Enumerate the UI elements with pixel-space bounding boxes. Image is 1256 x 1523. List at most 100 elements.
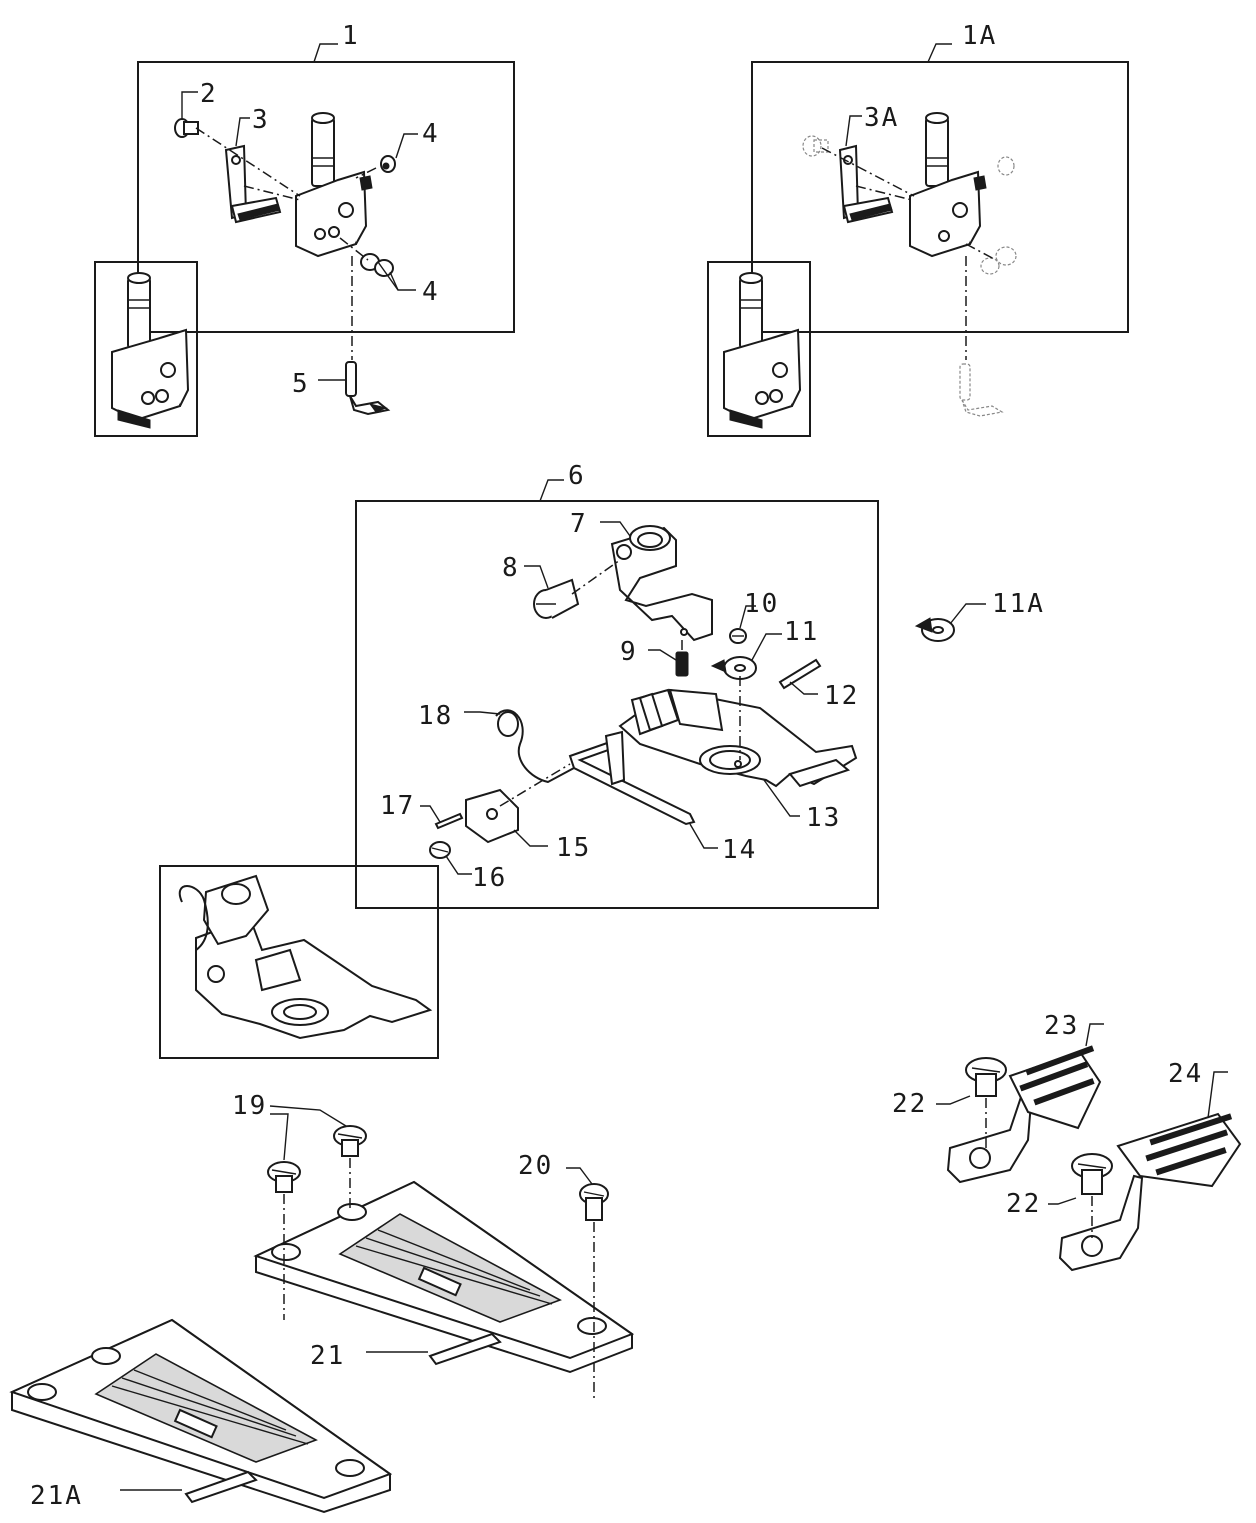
assembly-1-group: 1 2 3: [94, 21, 515, 437]
callout-3a-leader: [845, 115, 862, 147]
callout-9-leader: [648, 649, 677, 661]
callout-19: 19: [232, 1091, 267, 1121]
thread-guide-3: [224, 144, 282, 224]
callout-13: 13: [806, 803, 841, 833]
presser-shank-7: [610, 525, 713, 642]
assembly-1a-inset-frame: [707, 261, 811, 437]
needle-clamp-body-1a: [909, 112, 987, 258]
screw-19-left: [267, 1161, 301, 1193]
callout-21a: 21A: [30, 1481, 83, 1511]
screw-20: [579, 1183, 609, 1221]
ghost-screw: [802, 135, 829, 157]
callout-11a-leader: [949, 603, 986, 625]
callout-18: 18: [418, 701, 453, 731]
callout-9: 9: [620, 637, 638, 667]
callout-10: 10: [744, 589, 779, 619]
washer-11: [710, 656, 757, 680]
callout-17-leader: [420, 805, 441, 823]
callout-12-leader: [789, 681, 818, 695]
callout-1-leader: [313, 43, 338, 63]
callout-15-leader: [513, 829, 548, 847]
ghost-screws-1a: [980, 156, 1017, 275]
thread-guide-3a: [838, 144, 894, 224]
callout-3: 3: [252, 105, 270, 135]
callout-15: 15: [556, 833, 591, 863]
callout-14-leader: [689, 823, 718, 849]
screw-4-bottom: [360, 253, 394, 277]
callout-4a: 4: [422, 119, 440, 149]
needle-plate-21a: [9, 1318, 393, 1514]
callout-4b: 4: [422, 277, 440, 307]
callout-4a-leader: [395, 133, 418, 159]
screw-22-upper: [965, 1057, 1007, 1097]
callout-8-leader: [524, 565, 549, 589]
needle-plate-21: [253, 1180, 635, 1374]
callout-11-leader: [751, 633, 782, 661]
callout-2-leader: [181, 91, 198, 120]
callout-10-leader: [739, 605, 756, 629]
assembly-1-inset-frame: [94, 261, 198, 437]
assembly-1a-frame: [751, 61, 1129, 333]
callout-23-leader: [1085, 1023, 1104, 1047]
callout-16: 16: [472, 863, 507, 893]
callout-7-leader: [600, 521, 631, 537]
plate-15: [465, 788, 519, 844]
callout-1a-leader: [927, 43, 952, 63]
screw-4-top: [380, 155, 396, 173]
pin-17: [434, 812, 464, 830]
ghost-needle: [959, 363, 1004, 417]
assembly-6-inset-drawing: [178, 874, 433, 1040]
callout-22b: 22: [1006, 1189, 1041, 1219]
needle-clamp-body: [295, 112, 373, 258]
callout-23: 23: [1044, 1011, 1079, 1041]
callout-3-leader: [235, 117, 250, 147]
callout-18-leader: [464, 711, 501, 715]
callout-6-leader: [539, 479, 564, 502]
assembly-1-inset-drawing: [111, 272, 190, 429]
screw-2: [174, 118, 199, 138]
callout-17: 17: [380, 791, 415, 821]
callout-19-leader: [270, 1113, 289, 1161]
callout-22b-leader: [1048, 1197, 1077, 1205]
assembly-6-inset-frame: [159, 865, 439, 1059]
wire-spring-18: [495, 709, 575, 784]
callout-12: 12: [824, 681, 859, 711]
callout-11: 11: [784, 617, 819, 647]
callout-14: 14: [722, 835, 757, 865]
screw-19-right: [333, 1125, 367, 1157]
callout-11a: 11A: [992, 589, 1045, 619]
edge-guide-14: [568, 730, 696, 826]
callout-20: 20: [518, 1151, 553, 1181]
screw-8: [533, 578, 580, 619]
callout-5: 5: [292, 369, 310, 399]
callout-2: 2: [200, 79, 218, 109]
feed-dog-23: [946, 1045, 1102, 1184]
needle-5: [345, 361, 391, 416]
callout-21: 21: [310, 1341, 345, 1371]
screw-10: [729, 628, 747, 644]
callout-6: 6: [568, 461, 586, 491]
callout-24-leader: [1207, 1071, 1228, 1119]
callout-20-leader: [566, 1167, 593, 1185]
presser-foot-13: [618, 688, 858, 788]
assembly-1a-group: 1A 3A: [707, 21, 1129, 437]
screw-22-lower: [1071, 1153, 1113, 1195]
assembly-6-group: 6 7 8 9 10: [159, 461, 879, 1059]
callout-3a: 3A: [864, 103, 899, 133]
washer-11a-group: 11A: [914, 589, 1045, 642]
callout-1a: 1A: [962, 21, 997, 51]
needle-plate-group: 21 21A: [9, 1091, 635, 1514]
callout-13-leader: [763, 779, 800, 817]
spring-9: [675, 651, 689, 677]
callout-16-leader: [445, 855, 472, 875]
callout-8: 8: [502, 553, 520, 583]
assembly-6-frame: [355, 500, 879, 909]
pin-12: [778, 658, 822, 690]
assembly-1a-inset-drawing: [723, 272, 802, 429]
callout-22a-leader: [936, 1095, 971, 1105]
assembly-1-frame: [137, 61, 515, 333]
callout-24: 24: [1168, 1059, 1203, 1089]
callout-1: 1: [342, 21, 360, 51]
